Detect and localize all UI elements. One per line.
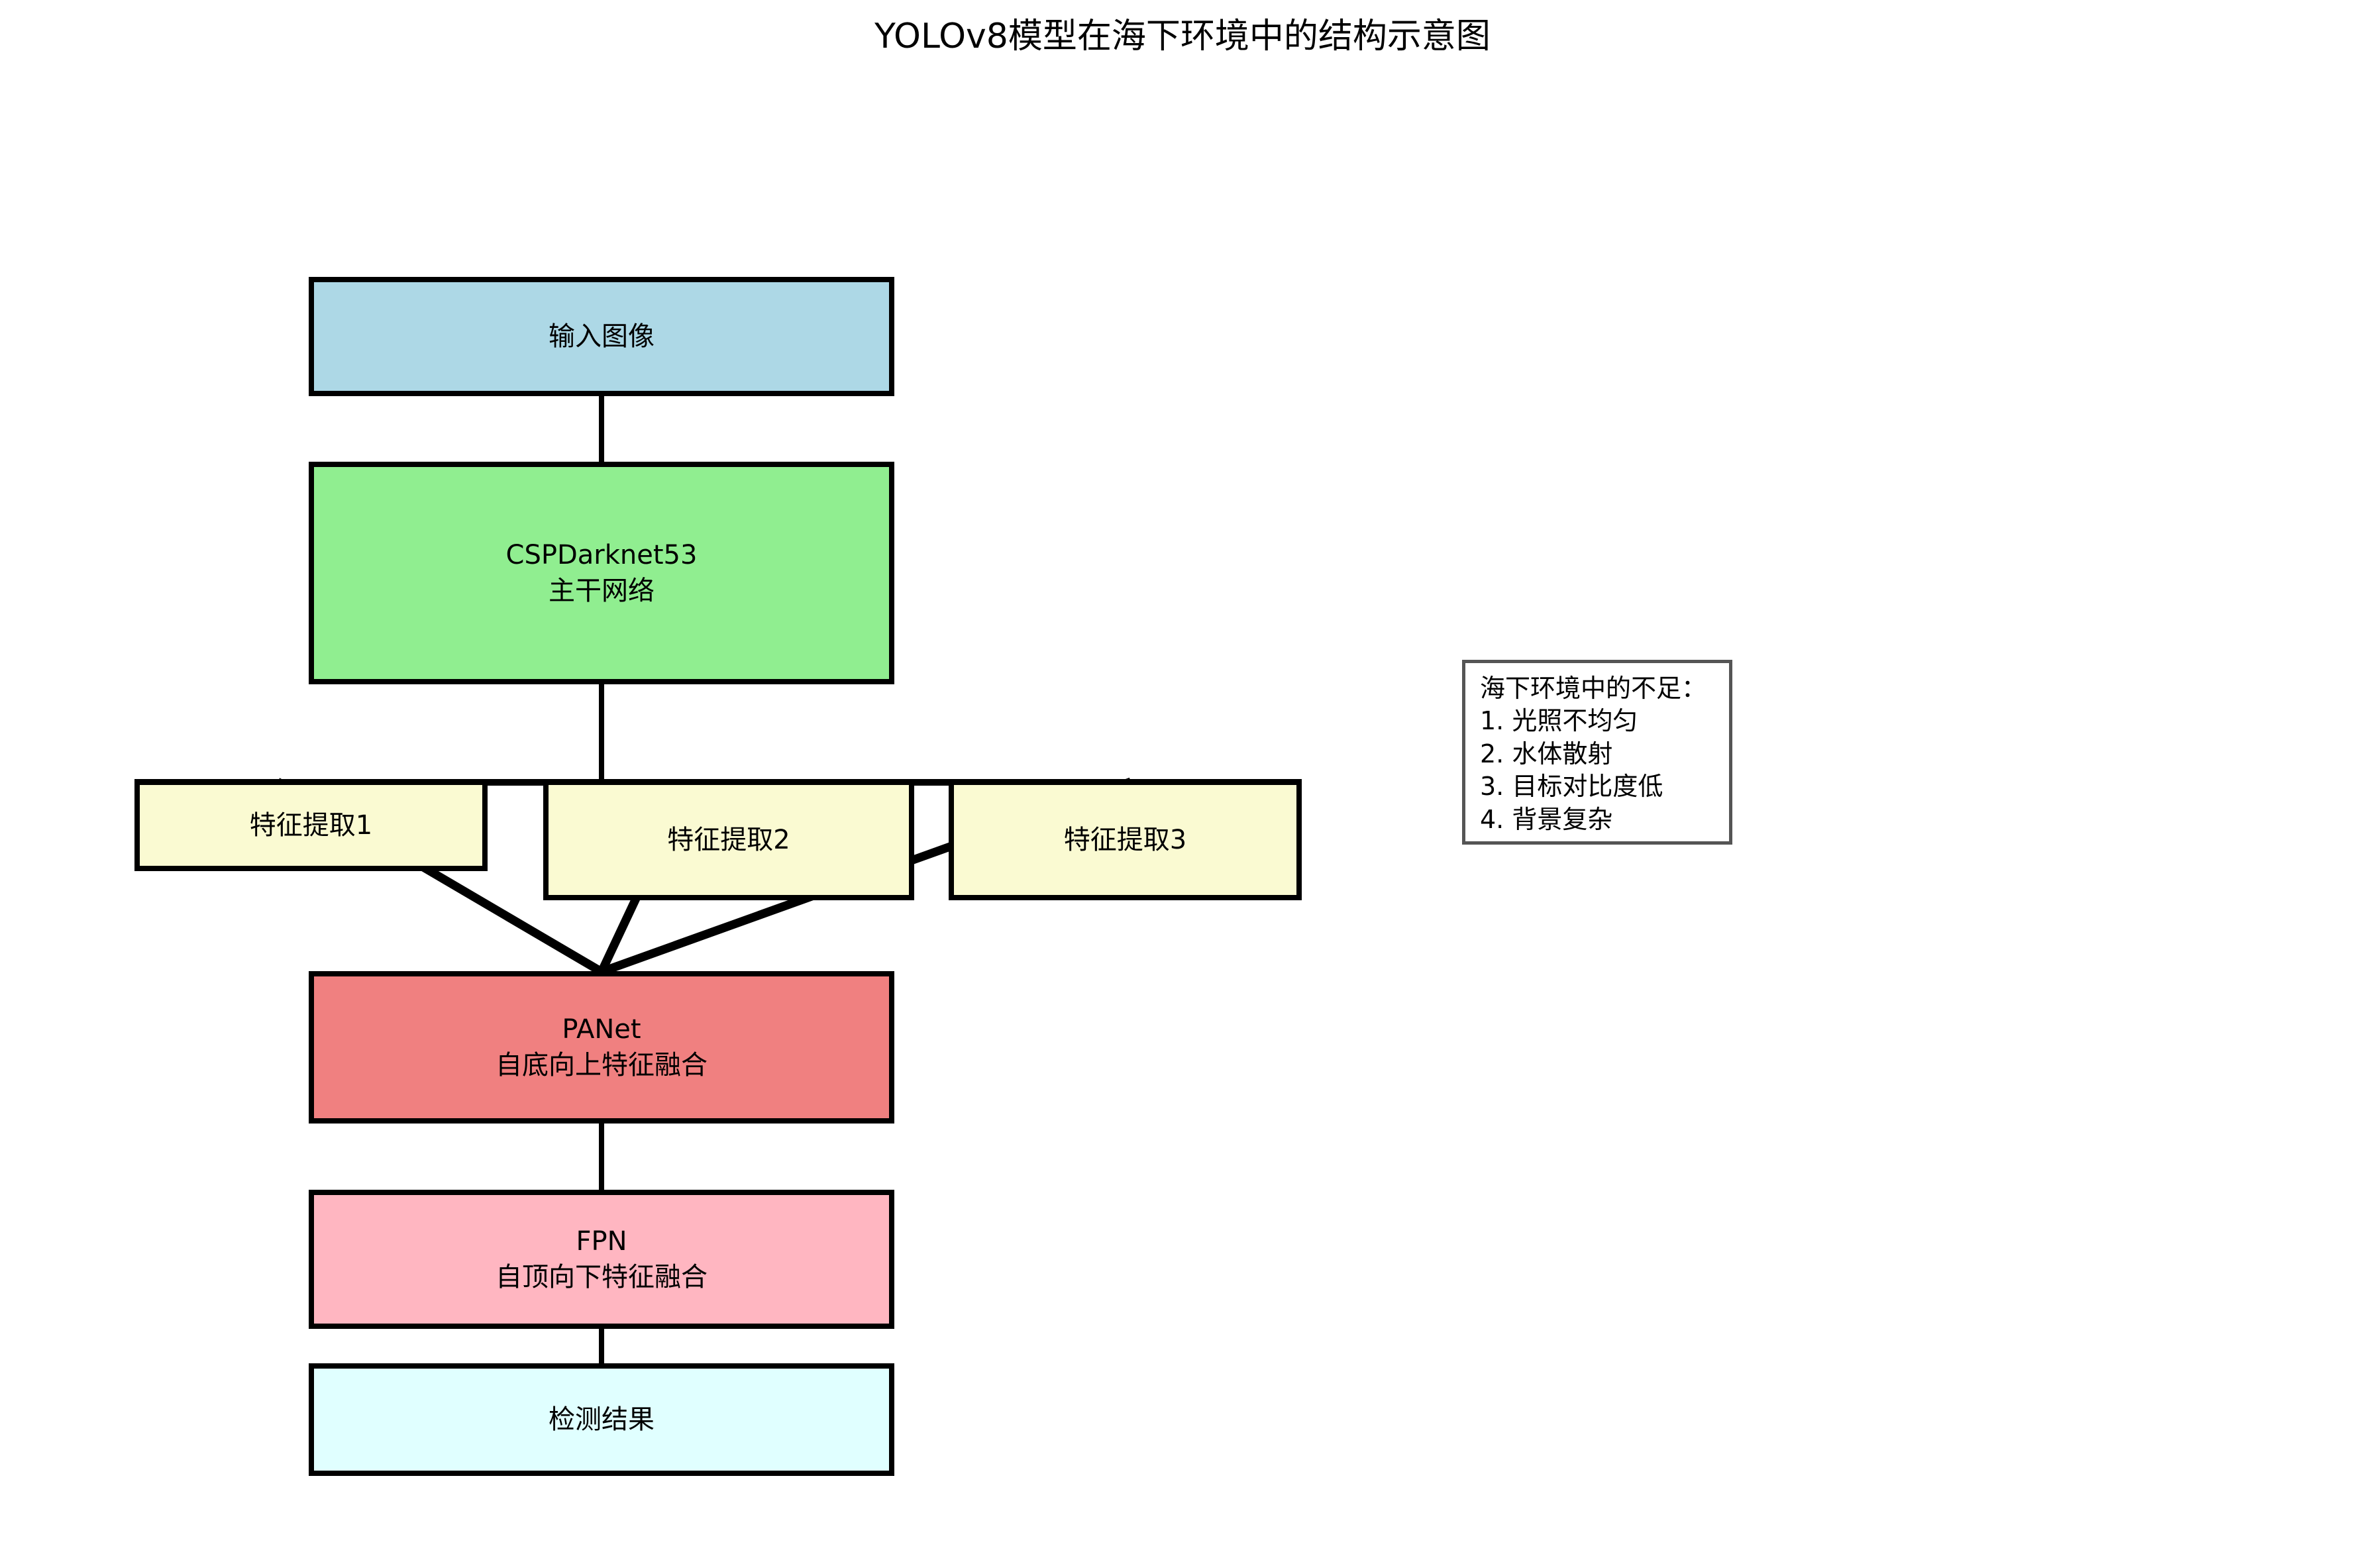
node-backbone[interactable]: CSPDarknet53 主干网络 <box>309 462 894 684</box>
node-detection-result-label: 检测结果 <box>549 1404 655 1435</box>
node-feature-extract-3[interactable]: 特征提取3 <box>949 780 1302 900</box>
annotation-limitations-panel: 海下环境中的不足： 1. 光照不均匀 2. 水体散射 3. 目标对比度低 4. … <box>1462 660 1732 845</box>
node-feature-extract-2[interactable]: 特征提取2 <box>543 780 914 900</box>
annotation-item-1: 1. 光照不均匀 <box>1480 706 1638 736</box>
node-feature-extract-1[interactable]: 特征提取1 <box>134 780 488 871</box>
node-detection-result[interactable]: 检测结果 <box>309 1363 894 1476</box>
node-feature-extract-2-label: 特征提取2 <box>667 825 790 855</box>
node-panet[interactable]: PANet 自底向上特征融合 <box>309 971 894 1124</box>
annotation-item-3: 3. 目标对比度低 <box>1480 772 1663 802</box>
node-input-image-label: 输入图像 <box>549 321 655 352</box>
node-feature-extract-3-label: 特征提取3 <box>1063 825 1187 855</box>
annotation-title: 海下环境中的不足： <box>1480 674 1707 703</box>
node-panet-label: PANet 自底向上特征融合 <box>496 1014 708 1080</box>
node-fpn-label: FPN 自顶向下特征融合 <box>496 1226 708 1292</box>
node-feature-extract-1-label: 特征提取1 <box>249 810 373 841</box>
node-input-image[interactable]: 输入图像 <box>309 277 894 396</box>
node-backbone-label: CSPDarknet53 主干网络 <box>505 540 698 606</box>
annotation-item-4: 4. 背景复杂 <box>1480 804 1613 834</box>
annotation-item-2: 2. 水体散射 <box>1480 739 1613 768</box>
page-title: YOLOv8模型在海下环境中的结构示意图 <box>874 17 1491 56</box>
node-fpn[interactable]: FPN 自顶向下特征融合 <box>309 1190 894 1329</box>
